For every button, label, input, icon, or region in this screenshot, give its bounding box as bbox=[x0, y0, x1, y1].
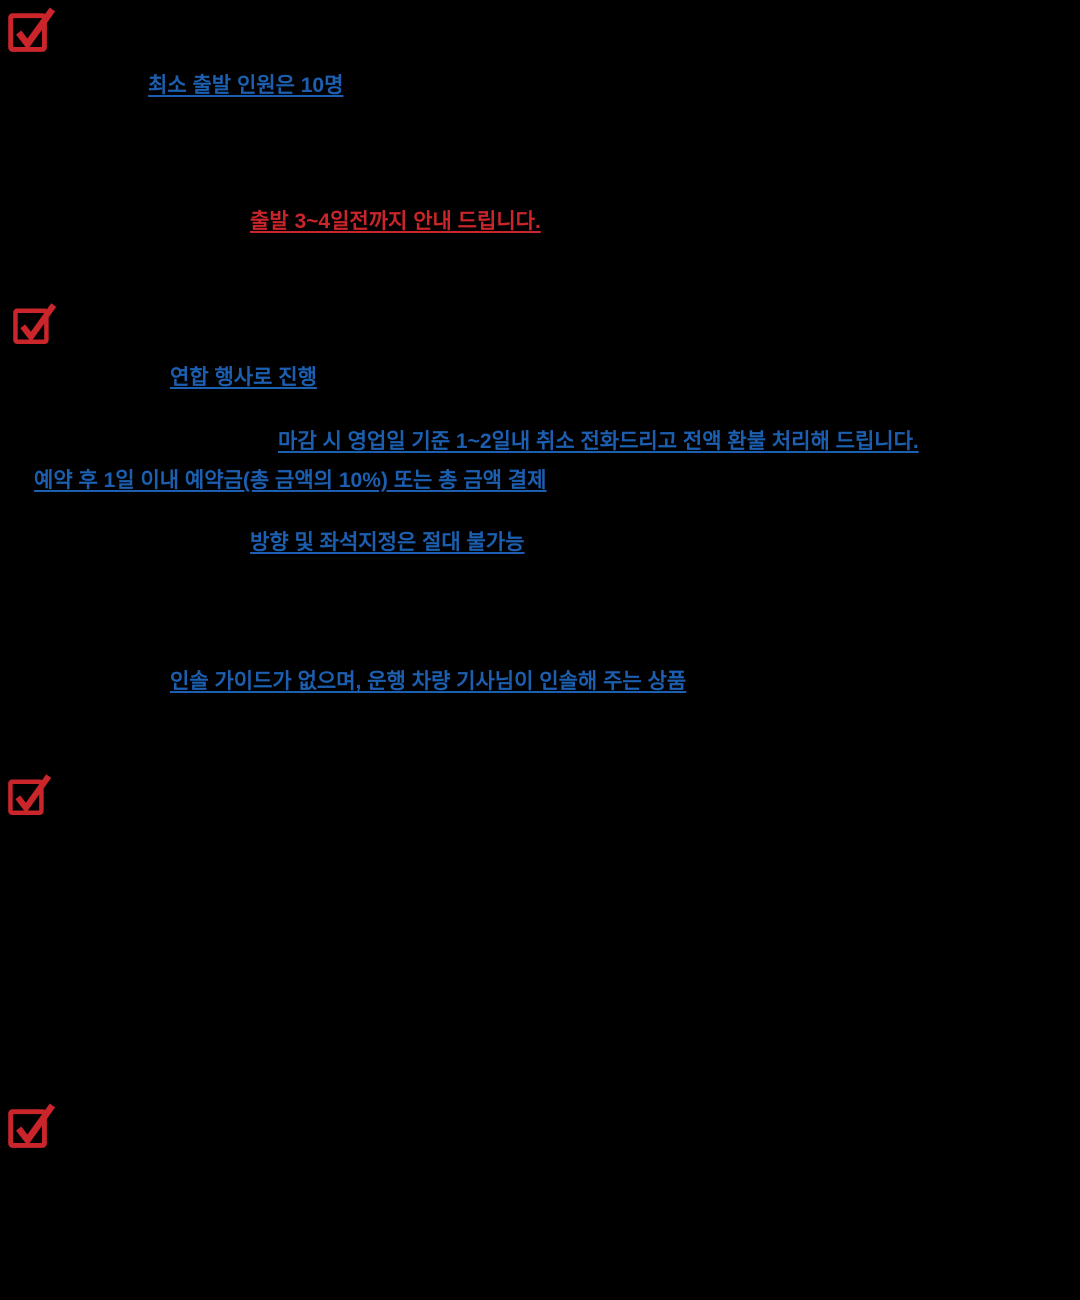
notice-deposit-payment: 예약 후 1일 이내 예약금(총 금액의 10%) 또는 총 금액 결제 bbox=[34, 469, 547, 492]
notice-no-guide: 인솔 가이드가 없으며, 운행 차량 기사님이 인솔해 주는 상품 bbox=[170, 670, 687, 693]
notice-seat-assignment: 방향 및 좌석지정은 절대 불가능 bbox=[250, 531, 525, 554]
checkbox-checked-icon bbox=[8, 1101, 56, 1149]
checkbox-checked-icon bbox=[8, 772, 52, 816]
notice-min-departure: 최소 출발 인원은 10명 bbox=[148, 74, 344, 97]
checkbox-checked-icon bbox=[8, 5, 56, 53]
checkbox-checked-icon bbox=[13, 301, 57, 345]
notice-cancel-refund: 마감 시 영업일 기준 1~2일내 취소 전화드리고 전액 환불 처리해 드립니… bbox=[278, 430, 919, 453]
notice-joint-event: 연합 행사로 진행 bbox=[170, 366, 317, 389]
notice-departure-confirmation: 출발 3~4일전까지 안내 드립니다. bbox=[250, 210, 541, 233]
